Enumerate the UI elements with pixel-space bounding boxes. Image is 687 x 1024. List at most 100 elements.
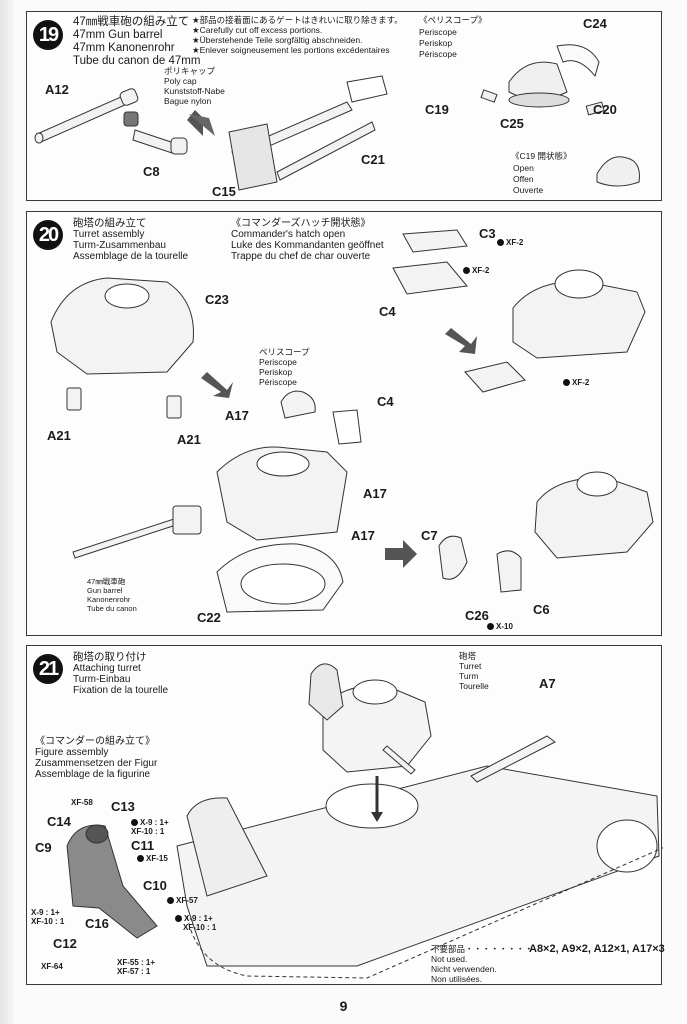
not-used-jp: 不要部品・・・・・・・・ [431, 944, 534, 954]
paint-c3: XF-2 [497, 238, 523, 247]
turret-assembly-illustration [50, 229, 654, 613]
figure-assembly-de: Zusammensetzen der Figur [35, 758, 158, 769]
part-a7: A7 [539, 676, 556, 691]
paint-coat: X-9 : 1+ [31, 908, 60, 917]
c19-open-de: Offen [513, 174, 534, 184]
part-c20: C20 [593, 102, 617, 117]
paint-dot-icon [563, 379, 570, 387]
hatch-open-de: Luke des Kommandanten geöffnet [231, 240, 384, 251]
step-title-jp: 47㎜戦車砲の組み立て [73, 16, 190, 28]
hatch-open-en: Commander's hatch open [231, 229, 346, 240]
periscope-header-de: Periskop [419, 38, 453, 48]
periscope-en: Periscope [259, 357, 297, 367]
periscope-header-fr: Périscope [419, 49, 457, 59]
note-de: ★Überstehende Teile sorgfältig abschneid… [192, 35, 363, 45]
not-used-en: Not used. [431, 954, 468, 964]
paint-trousers: XF-55 : 1+ [117, 958, 156, 967]
step-title-fr: Assemblage de la tourelle [73, 251, 189, 262]
paint-helmet-top: XF-58 [71, 798, 93, 807]
paint-face: XF-15 [137, 854, 168, 863]
not-used-de: Nicht verwenden. [431, 964, 497, 974]
note-jp: ★部品の接着面にあるゲートはきれいに取り除きます。 [192, 15, 403, 25]
figure-assembly-en: Figure assembly [35, 747, 109, 758]
paint-dot-icon [167, 897, 174, 905]
part-c19: C19 [425, 102, 449, 117]
part-c26: C26 [465, 608, 489, 623]
paint-boots-2: XF-10 : 1 [183, 923, 217, 932]
part-c3: C3 [479, 226, 496, 241]
paint-c4: XF-2 [463, 266, 489, 275]
gun-barrel-illustration [34, 44, 640, 191]
c19-open-jp: 《C19 開状態》 [511, 151, 572, 161]
part-c4-hatch: C4 [379, 304, 396, 319]
not-used-parts: A8×2, A9×2, A12×1, A17×3 [529, 943, 665, 955]
periscope-de: Periskop [259, 367, 293, 377]
step-title-de: Turm-Zusammenbau [73, 240, 166, 251]
part-a21-right: A21 [177, 432, 201, 447]
step-title-fr: Tube du canon de 47mm [73, 55, 201, 67]
step-title-en: Turret assembly [73, 229, 145, 240]
step-title-en: Attaching turret [73, 663, 141, 674]
note-en: ★Carefully cut off excess portions. [192, 25, 323, 35]
part-a21-left: A21 [47, 428, 71, 443]
tank-assembly-illustration [66, 663, 663, 979]
part-a17-right: A17 [363, 486, 387, 501]
part-c9: C9 [35, 840, 52, 855]
step-number-20: 20 [33, 220, 63, 250]
gun-barrel-de: Kanonenrohr [87, 595, 131, 604]
paint-helmet: X-9 : 1+ [131, 818, 169, 827]
step-title-de: Turm-Einbau [73, 674, 131, 685]
figure-assembly-jp: 《コマンダーの組み立て》 [35, 736, 155, 747]
polycap-label-de: Kunststoff-Nabe [164, 86, 225, 96]
turret-polycap-jp: 砲塔 [459, 651, 477, 661]
part-c12: C12 [53, 936, 77, 951]
step-title-fr: Fixation de la tourelle [73, 685, 169, 696]
c19-open-fr: Ouverte [513, 185, 544, 195]
step-number-21: 21 [33, 654, 63, 684]
paint-dot-icon [463, 267, 470, 275]
paint-dot-icon [497, 239, 504, 247]
paint-dot-icon [487, 623, 494, 631]
part-c22: C22 [197, 610, 221, 625]
paint-c12: XF-64 [41, 962, 63, 971]
paint-boots: X-9 : 1+ [175, 914, 213, 923]
part-c21: C21 [361, 152, 385, 167]
hatch-open-jp: 《コマンダーズハッチ開状態》 [231, 218, 371, 229]
part-c11: C11 [131, 838, 155, 853]
step-title-de: 47mm Kanonenrohr [73, 42, 175, 54]
paint-c26: X-10 [487, 622, 513, 631]
hatch-open-fr: Trappe du chef de char ouverte [231, 251, 371, 262]
step-title-jp: 砲塔の組み立て [73, 217, 147, 229]
gun-barrel-jp: 47㎜戦車砲 [87, 577, 126, 586]
part-c14: C14 [47, 814, 71, 829]
not-used-fr: Non utilisées. [431, 974, 483, 984]
periscope-fr: Périscope [259, 377, 297, 387]
part-a12: A12 [45, 82, 69, 97]
step-19-panel: 19 47㎜戦車砲の組み立て 47mm Gun barrel 47mm Kano… [26, 11, 662, 201]
periscope-header-jp: 《ペリスコープ》 [419, 15, 487, 25]
paint-dot-icon [131, 819, 138, 827]
polycap-label-en: Poly cap [164, 76, 197, 86]
paint-legs: XF-57 [167, 896, 198, 905]
part-c25: C25 [500, 116, 524, 131]
turret-polycap-en: Turret [459, 661, 482, 671]
step-title-en: 47mm Gun barrel [73, 29, 163, 41]
gun-barrel-fr: Tube du canon [87, 604, 137, 613]
part-a17-top: A17 [225, 408, 249, 423]
part-c4-center: C4 [377, 394, 394, 409]
note-fr: ★Enlever soigneusement les portions excé… [192, 45, 390, 55]
part-c10: C10 [143, 878, 167, 893]
polycap-label-jp: ポリキャップ [164, 66, 216, 76]
paint-hatch: XF-2 [563, 378, 589, 387]
part-c15: C15 [212, 184, 236, 199]
page-number: 9 [339, 998, 348, 1014]
periscope-header-en: Periscope [419, 27, 457, 37]
part-c7: C7 [421, 528, 438, 543]
part-c23: C23 [205, 292, 229, 307]
step-title-jp: 砲塔の取り付け [73, 651, 147, 663]
part-c16: C16 [85, 916, 109, 931]
paint-dot-icon [175, 915, 182, 923]
step-number-19: 19 [33, 20, 63, 50]
part-c13: C13 [111, 799, 135, 814]
step-20-panel: 20 砲塔の組み立て Turret assembly Turm-Zusammen… [26, 211, 662, 636]
